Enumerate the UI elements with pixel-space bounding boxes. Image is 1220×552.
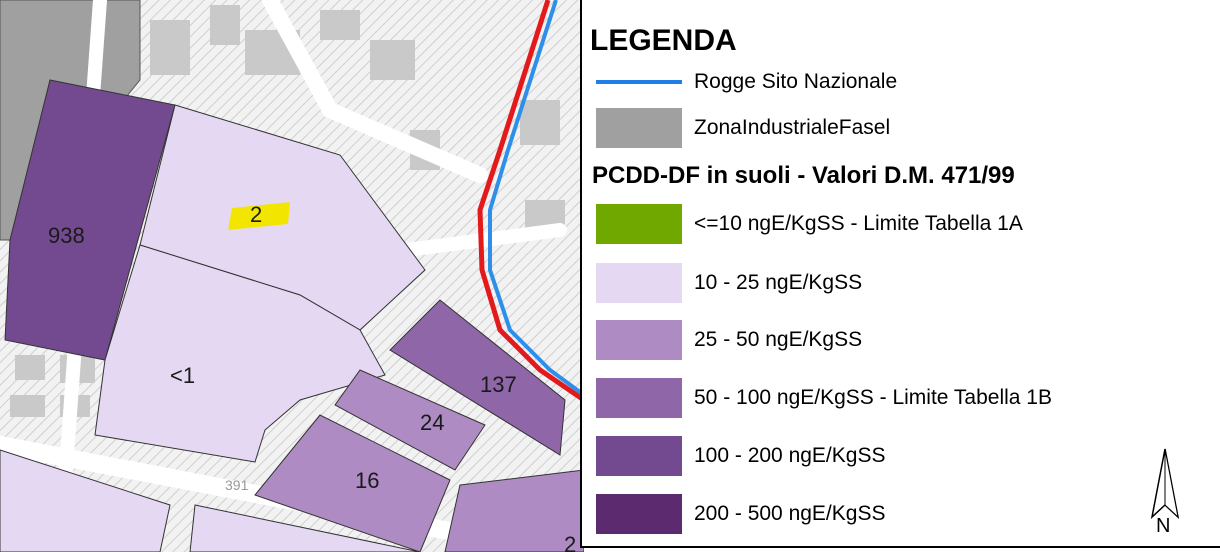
legend-class-3: 25 - 50 ngE/KgSS <box>592 320 1212 360</box>
parcel-bottom-mid[interactable] <box>189 504 421 552</box>
north-label: N <box>1156 515 1171 537</box>
map-canvas: 938 2 <1 137 24 16 2 391 <box>0 0 584 552</box>
parcel-label-137: 137 <box>480 372 517 397</box>
class-swatch <box>596 494 682 534</box>
map-area[interactable]: 938 2 <1 137 24 16 2 391 <box>0 0 584 552</box>
class-label: <=10 ngE/KgSS - Limite Tabella 1A <box>694 212 1023 235</box>
parcel-label-lt1: <1 <box>170 363 195 388</box>
class-swatch <box>596 436 682 476</box>
parcel-16[interactable] <box>254 414 451 552</box>
legend-class-1: <=10 ngE/KgSS - Limite Tabella 1A <box>592 204 1212 244</box>
class-swatch <box>596 320 682 360</box>
class-label: 10 - 25 ngE/KgSS <box>694 271 863 294</box>
legend-item-zona: ZonaIndustrialeFasel <box>592 108 1212 148</box>
legend-class-2: 10 - 25 ngE/KgSS <box>592 263 1212 303</box>
parcel-label-16: 16 <box>355 468 379 493</box>
parcel-label-2b: 2 <box>564 532 576 552</box>
parcel-bottom-right[interactable] <box>444 469 584 552</box>
legend-class-5: 100 - 200 ngE/KgSS <box>592 436 1212 476</box>
class-swatch <box>596 263 682 303</box>
zona-swatch <box>596 108 682 148</box>
rogge-line-swatch <box>596 80 682 84</box>
red-channel-line[interactable] <box>477 0 584 403</box>
parcel-label-24: 24 <box>420 410 444 435</box>
class-swatch <box>596 378 682 418</box>
class-swatch <box>596 204 682 244</box>
class-label: 200 - 500 ngE/KgSS <box>694 502 886 525</box>
rogge-line[interactable] <box>488 0 584 397</box>
parcel-lt1[interactable] <box>94 244 386 463</box>
highlight-mark <box>228 202 290 230</box>
class-label: 25 - 50 ngE/KgSS <box>694 328 863 351</box>
parcel-label-2: 2 <box>250 202 262 227</box>
parcel-label-938: 938 <box>48 223 85 248</box>
legend-class-6: 200 - 500 ngE/KgSS <box>592 494 1212 534</box>
parcel-137[interactable] <box>389 299 566 456</box>
parcel-938[interactable] <box>4 79 176 361</box>
legend-panel: LEGENDA Rogge Sito Nazionale ZonaIndustr… <box>580 0 1220 548</box>
legend-section-title: PCDD-DF in suoli - Valori D.M. 471/99 <box>592 162 1015 189</box>
legend-class-4: 50 - 100 ngE/KgSS - Limite Tabella 1B <box>592 378 1212 418</box>
legend-label-rogge: Rogge Sito Nazionale <box>694 70 898 93</box>
background-text: 391 <box>225 477 249 493</box>
parcel-bottom-left[interactable] <box>0 449 171 552</box>
class-label: 100 - 200 ngE/KgSS <box>694 444 886 467</box>
class-label: 50 - 100 ngE/KgSS - Limite Tabella 1B <box>694 386 1052 409</box>
parcel-24[interactable] <box>334 369 486 471</box>
legend-label-zona: ZonaIndustrialeFasel <box>694 116 891 139</box>
legend-item-rogge: Rogge Sito Nazionale <box>592 62 1212 102</box>
north-arrow-icon: N <box>1148 447 1182 547</box>
legend-title: LEGENDA <box>590 24 737 57</box>
